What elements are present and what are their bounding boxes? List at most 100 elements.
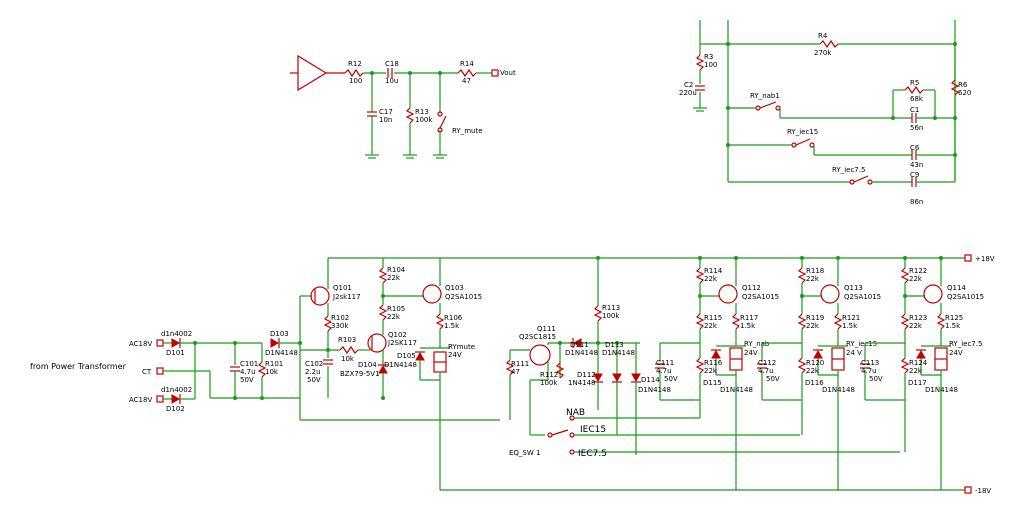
label-Q102: Q102 — [388, 331, 407, 339]
value-Q101: J2sk117 — [332, 293, 361, 301]
label-R13: R13 — [415, 108, 429, 116]
label-rymute-relay: RYmute — [448, 343, 475, 351]
label-iec75: IEC7.5 — [578, 449, 607, 459]
label-R121: R121 — [842, 314, 860, 322]
value-R12: 100 — [349, 77, 362, 85]
buffer-amp-symbol — [297, 54, 328, 92]
vout-port — [491, 69, 499, 77]
value-R4: 270k — [814, 49, 832, 57]
label-R125: R125 — [945, 314, 963, 322]
resistor-R119 — [797, 313, 807, 330]
label-R116: R116 — [704, 359, 723, 367]
resistor-R4 — [819, 39, 839, 49]
transistor-Q114 — [923, 284, 943, 304]
value-R116: 22k — [704, 367, 718, 375]
resistor-R123 — [900, 313, 910, 330]
value-R5: 68k — [910, 95, 924, 103]
value-Q102: J2SK117 — [387, 339, 417, 347]
port-ac18v-1 — [156, 339, 164, 347]
label-Q111: Q111 — [537, 325, 556, 333]
label-R112: R112 — [540, 371, 558, 379]
value-R123: 22k — [909, 322, 923, 330]
value-R3: 100 — [704, 61, 717, 69]
label-R14: R14 — [460, 60, 474, 68]
label-D103: D103 — [270, 330, 289, 338]
label-Q101: Q101 — [333, 284, 352, 292]
value-D104: BZX79-5V1 — [340, 370, 380, 378]
label-C17: C17 — [379, 108, 393, 116]
label-C112: C112 — [758, 359, 776, 367]
value-C111-a: 4.7u — [656, 367, 672, 375]
label-R5: R5 — [910, 79, 919, 87]
label-ac18v-2: AC18V — [129, 396, 152, 404]
resistor-R114 — [695, 267, 705, 284]
label-R115: R115 — [704, 314, 722, 322]
label-R12: R12 — [348, 60, 362, 68]
label-R118: R118 — [806, 267, 824, 275]
eq-network: R3 100 C2 220u R4 270k R5 68k R6 620 C1 … — [679, 20, 971, 206]
value-D113: D1N4148 — [602, 349, 635, 357]
label-plus-18v: +18V — [975, 255, 995, 263]
label-C1: C1 — [910, 106, 919, 114]
value-C112-a: 4.7u — [758, 367, 774, 375]
value-R104: 22k — [387, 274, 401, 282]
label-D104: D104 — [358, 361, 377, 369]
value-R111: 47 — [511, 368, 520, 376]
value-C17: 10n — [379, 116, 392, 124]
value-C1: 56n — [910, 124, 923, 132]
label-D101: D101 — [166, 349, 185, 357]
value-Q112: Q2SA1015 — [742, 293, 779, 301]
value-Q114: Q2SA1015 — [947, 293, 984, 301]
diode-D115 — [711, 349, 721, 359]
label-ryiec75: RY_iec7.5 — [832, 166, 865, 174]
diode-D117 — [916, 349, 926, 359]
value-R101: 10k — [265, 368, 279, 376]
value-rynab: 24V — [744, 349, 758, 357]
value-R14: 47 — [462, 77, 471, 85]
value-R105: 22k — [387, 313, 401, 321]
resistor-R125 — [936, 313, 946, 330]
value-R121: 1.5k — [842, 322, 858, 330]
value-Q111: Q2SC1815 — [519, 333, 556, 341]
label-ryiec15: RY_iec15 — [787, 128, 818, 136]
label-C18: C18 — [385, 60, 399, 68]
value-D105: D1N4148 — [384, 361, 417, 369]
label-ac18v-1: AC18V — [129, 340, 152, 348]
value-C9: 86n — [910, 198, 923, 206]
value-R113: 100k — [602, 312, 620, 320]
value-R124: 22k — [909, 367, 923, 375]
resistor-R117 — [731, 313, 741, 330]
label-R123: R123 — [909, 314, 927, 322]
label-R103: R103 — [338, 336, 356, 344]
value-D115: D1N4148 — [720, 386, 753, 394]
label-C111: C111 — [656, 359, 674, 367]
value-C2: 220u — [679, 89, 697, 97]
relay-channels: R11422kR11522kR11622kQ112Q2SA1015R1171.5… — [655, 256, 984, 490]
value-D112: 1N4148 — [568, 379, 596, 387]
label-vout: Vout — [500, 69, 516, 77]
value-R102: 330k — [331, 322, 349, 330]
value-D101: d1n4002 — [161, 330, 192, 338]
label-R106: R106 — [444, 314, 463, 322]
transistor-Q102 — [367, 333, 387, 353]
label-Q112: Q112 — [742, 284, 761, 292]
value-R115: 22k — [704, 322, 718, 330]
label-rymute-switch: RY_mute — [452, 127, 483, 135]
value-D102: d1n4002 — [161, 386, 192, 394]
value-R103: 10k — [341, 355, 355, 363]
transistor-Q111 — [529, 344, 551, 366]
transistor-Q101 — [310, 286, 330, 306]
resistor-R120 — [797, 357, 807, 374]
label-R6: R6 — [958, 81, 968, 89]
value-R106: 1.5k — [444, 322, 460, 330]
label-D111: D111 — [570, 341, 589, 349]
label-D117: D117 — [908, 379, 927, 387]
value-ryiec15r: 24 V — [846, 349, 862, 357]
value-R122: 22k — [909, 275, 923, 283]
label-R113: R113 — [602, 304, 620, 312]
label-R4: R4 — [818, 32, 828, 40]
label-R101: R101 — [265, 360, 283, 368]
value-Q113: Q2SA1015 — [844, 293, 881, 301]
label-R102: R102 — [331, 314, 349, 322]
